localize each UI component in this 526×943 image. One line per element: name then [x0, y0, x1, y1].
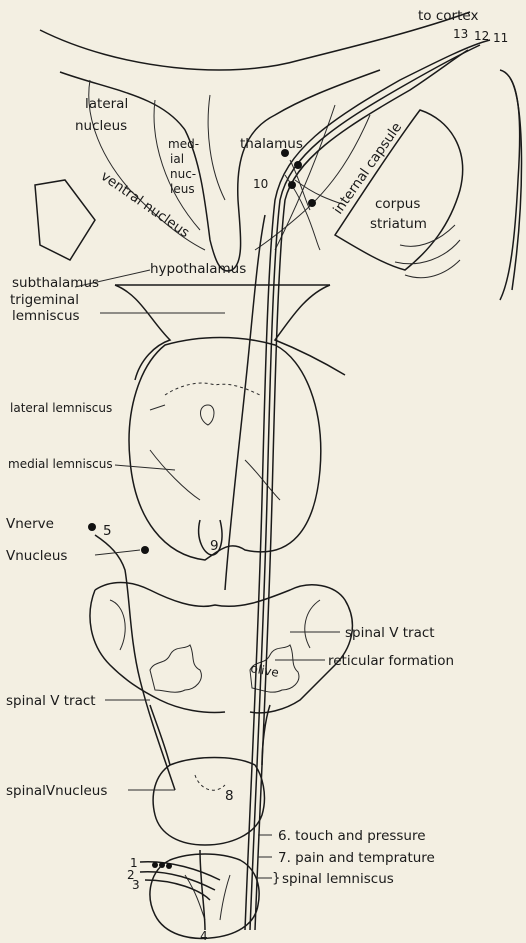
label-nucleus: nucleus [75, 118, 127, 134]
label-thalamus: thalamus [240, 136, 303, 152]
label-lateral-lemniscus: lateral lemniscus [10, 401, 112, 415]
thalamus-dot-3 [288, 181, 296, 189]
label-medial-1: med- [168, 137, 199, 151]
label-5: 5 [103, 523, 112, 539]
label-touch: 6. touch and pressure [278, 828, 426, 844]
label-hypothalamus: hypothalamus [150, 261, 246, 277]
leader-lines [75, 270, 340, 878]
root-dot-3 [166, 863, 172, 869]
root-dot-2 [159, 862, 165, 868]
label-lateral: lateral [85, 96, 128, 112]
label-spinal-v-tract-left: spinal Ⅴ tract [6, 693, 96, 709]
ascending-tracts [95, 40, 490, 930]
label-trigeminal: trigeminal [10, 292, 79, 308]
label-olive: olive [249, 661, 279, 680]
thalamus-dot-4 [308, 199, 316, 207]
label-spinal-v-tract-right: spinal Ⅴ tract [345, 625, 435, 641]
thalamus-outlines [35, 12, 522, 300]
vnucleus-dot [141, 546, 149, 554]
neuron-dots [88, 149, 316, 869]
labels: to cortex 13 12 11 lateral nucleus med- … [6, 8, 508, 943]
label-spinal-lemniscus: spinal lemniscus [282, 871, 394, 887]
label-8: 8 [225, 788, 234, 804]
label-3: 3 [132, 878, 140, 892]
label-striatum: striatum [370, 216, 427, 232]
label-corpus: corpus [375, 196, 420, 212]
label-pain: 7. pain and temprature [278, 850, 435, 866]
label-spinal-v-nucleus: spinalⅤnucleus [6, 783, 107, 799]
label-medial-4: leus [170, 182, 195, 196]
label-subthalamus: subthalamus [12, 275, 99, 291]
label-9: 9 [210, 538, 219, 554]
label-12: 12 [474, 29, 489, 43]
label-medial-2: ial [170, 152, 184, 166]
label-lemniscus: lemniscus [12, 308, 80, 324]
label-medial-3: nuc- [170, 167, 196, 181]
label-to-cortex: to cortex [418, 8, 478, 24]
vnerve-dot [88, 523, 96, 531]
label-reticular-formation: reticular formation [328, 653, 454, 669]
label-vnerve: Ⅴnerve [6, 516, 54, 532]
root-dot-1 [152, 862, 158, 868]
label-medial-lemniscus: medial lemniscus [8, 457, 113, 471]
label-4: 4 [200, 929, 208, 943]
label-11: 11 [493, 31, 508, 45]
label-vnucleus: Ⅴnucleus [6, 548, 67, 564]
thalamus-dot-2 [294, 161, 302, 169]
label-spinal-lemniscus-brace: } [272, 870, 281, 886]
label-13: 13 [453, 27, 468, 41]
label-10: 10 [253, 177, 268, 191]
